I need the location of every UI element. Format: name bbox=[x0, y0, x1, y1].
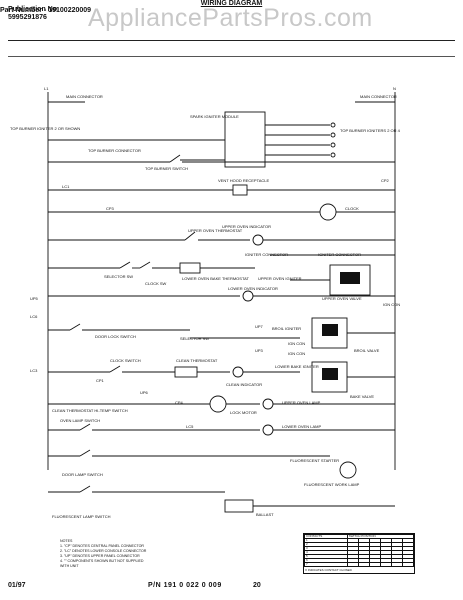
clean-thermostat-label: CLEAN THERMOSTAT bbox=[176, 358, 218, 363]
igniter-connector-2: IGNITER CONNECTOR bbox=[318, 252, 361, 257]
notes-line-2: 2. "LC" DENOTES LOWER CONSOLE CONNECTOR bbox=[60, 549, 147, 553]
l1-label: L1 bbox=[44, 86, 49, 91]
clock-switch-label: CLOCK SWITCH bbox=[110, 358, 141, 363]
clean-indicator-label: CLEAN INDICATOR bbox=[226, 382, 262, 387]
up6-label: UP6 bbox=[140, 390, 149, 395]
ballast-label: BALLAST bbox=[256, 512, 274, 517]
notes-block: NOTES 1. "CP" DENOTES CENTRAL PANEL CONN… bbox=[60, 539, 220, 569]
clean-thermostat-hi-temp: CLEAN THERMOSTAT HI-TEMP SWITCH bbox=[52, 408, 128, 413]
selector-sw-mid: SELECTOR SW bbox=[180, 336, 209, 341]
lower-bake-igniter-label: LOWER BAKE IGNITER bbox=[275, 364, 319, 369]
part-rule bbox=[8, 56, 455, 57]
upper-oven-indicator-label: UPPER OVEN INDICATOR bbox=[222, 224, 271, 229]
upper-oven-valve-label: UPPER OVEN VALVE bbox=[322, 296, 362, 301]
cp1-label: CP1 bbox=[96, 378, 105, 383]
fluorescent-work-lamp-label: FLUORESCENT WORK LAMP bbox=[304, 482, 360, 487]
upper-oven-thermostat-label: UPPER OVEN THERMOSTAT bbox=[188, 228, 243, 233]
legend-footnote: X INDICATES CONTACT CLOSED bbox=[305, 568, 352, 572]
diagram-title: WIRING DIAGRAM bbox=[200, 0, 263, 7]
lc1-label: LC1 bbox=[62, 184, 70, 189]
lock-motor bbox=[48, 395, 395, 413]
broil-igniter-label: BROIL IGNITER bbox=[272, 326, 301, 331]
lower-oven-bake-thermostat-label: LOWER OVEN BAKE THERMOSTAT bbox=[182, 276, 249, 281]
notes-line-5: WITH UNIT bbox=[60, 564, 79, 568]
door-lock-switch-label: DOOR LOCK SWITCH bbox=[95, 334, 136, 339]
bake-valve-label: BAKE VALVE bbox=[350, 394, 374, 399]
main-connector-right: MAIN CONNECTOR bbox=[360, 94, 397, 99]
footer-date: 01/97 bbox=[8, 582, 26, 589]
cp3b-label: UP3 bbox=[255, 348, 264, 353]
notes-line-1: 1. "CP" DENOTES CENTRAL PANEL CONNECTOR bbox=[60, 544, 145, 548]
notes-line-3: 3. "UP" DENOTES UPPER PANEL CONNECTOR bbox=[60, 554, 140, 558]
selector-sw-top: SELECTOR SW bbox=[104, 274, 133, 279]
top-burner-switch bbox=[48, 154, 395, 163]
publication-number: 5995291876 bbox=[8, 14, 47, 21]
lc5-label: LC5 bbox=[186, 424, 194, 429]
ign-con-2: IGN CON bbox=[288, 351, 305, 356]
fluorescent-lamp-switch-label: FLUORESCENT LAMP SWITCH bbox=[52, 514, 111, 519]
up7-label: UP7 bbox=[255, 324, 264, 329]
up5-label: UP5 bbox=[30, 296, 39, 301]
top-burner-igniters-left: TOP BURNER IGNITER 2 OR SHOWN bbox=[10, 126, 80, 131]
footer-page: 20 bbox=[253, 582, 261, 589]
header-rule bbox=[8, 40, 455, 41]
door-lock-switch bbox=[48, 323, 190, 331]
switch-legend: CONTACTS SWITCH POSITION 1 2 3 4 5 6 7 X… bbox=[303, 533, 415, 574]
fluorescent-starter-label: FLUORESCENT STARTER bbox=[290, 458, 339, 463]
selector-switch-block bbox=[48, 261, 255, 274]
spark-igniter-module bbox=[48, 111, 336, 168]
upper-oven-lamp-label: UPPER OVEN LAMP bbox=[282, 400, 321, 405]
vent-hood-receptacle bbox=[48, 184, 395, 196]
lower-oven-indicator bbox=[48, 290, 395, 302]
top-burner-igniters-right: TOP BURNER IGNITERS 2 OR 4 bbox=[340, 128, 401, 133]
n-label: N bbox=[393, 86, 396, 91]
clock-label: CLOCK bbox=[345, 206, 359, 211]
ign-con-1: IGN CON bbox=[288, 341, 305, 346]
broil-valve-block bbox=[190, 317, 395, 349]
clean-circuit bbox=[48, 361, 395, 393]
top-burner-connector: TOP BURNER CONNECTOR bbox=[88, 148, 141, 153]
cp4-label: CP4 bbox=[175, 400, 184, 405]
bus-lines bbox=[47, 92, 396, 470]
spark-igniter-module-label: SPARK IGNITER MODULE bbox=[190, 114, 239, 119]
top-burner-switch-label: TOP BURNER SWITCH bbox=[145, 166, 188, 171]
lc3-label: LC3 bbox=[30, 368, 38, 373]
publication-label: Publication No. bbox=[8, 6, 59, 13]
ign-con-right: IGN CON bbox=[383, 302, 400, 307]
upper-oven-igniter-label: UPPER OVEN IGNITER bbox=[258, 276, 302, 281]
door-lamp-switch-label: DOOR LAMP SWITCH bbox=[62, 472, 103, 477]
footer-part-number: P/N 191 0 022 0 009 bbox=[148, 582, 222, 589]
vent-hood-label: VENT HOOD RECEPTACLE bbox=[218, 178, 270, 183]
fluorescent-circuit bbox=[48, 449, 395, 513]
oven-lamp-circuit bbox=[48, 423, 395, 436]
oven-lamp-switch-label: OVEN LAMP SWITCH bbox=[60, 418, 100, 423]
upper-oven-circuit bbox=[48, 231, 395, 246]
notes-line-4: 4. "" COMPONENTS SHOWN BUT NOT SUPPLIED bbox=[60, 559, 144, 563]
igniter-connector-1: IGNITER CONNECTOR bbox=[245, 252, 288, 257]
lower-oven-indicator-label: LOWER OVEN INDICATOR bbox=[228, 286, 278, 291]
watermark: AppliancePartsPros.com bbox=[88, 4, 373, 32]
lock-motor-label: LOCK MOTOR bbox=[230, 410, 257, 415]
clock-sw: CLOCK SW bbox=[145, 281, 167, 286]
clock-motor bbox=[48, 203, 395, 221]
lower-oven-lamp-label: LOWER OVEN LAMP bbox=[282, 424, 321, 429]
cp3-label: CP3 bbox=[106, 206, 115, 211]
lc6-label: LC6 bbox=[30, 314, 38, 319]
part-number: Part Number - 19100220009 bbox=[0, 7, 92, 14]
cp2-label: CP2 bbox=[381, 178, 390, 183]
broil-valve-label: BROIL VALVE bbox=[354, 348, 380, 353]
legend-row: 7 bbox=[304, 562, 348, 567]
main-connector-left: MAIN CONNECTOR bbox=[66, 94, 103, 99]
notes-title: NOTES bbox=[60, 539, 73, 543]
upper-oven-valve-block bbox=[270, 254, 395, 296]
